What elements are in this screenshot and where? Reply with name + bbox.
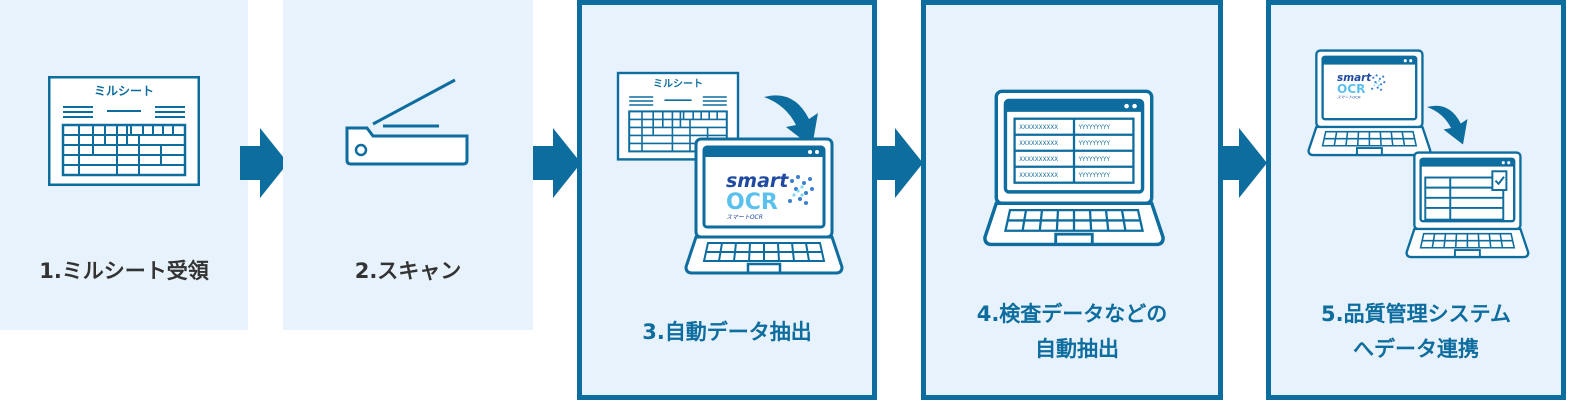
svg-text:YYYYYYYYY: YYYYYYYYY	[1078, 141, 1111, 147]
arrow-right-icon	[1219, 128, 1267, 198]
step-5-panel: スマートOCR 5.品質管理システム へデータ連携	[1266, 0, 1566, 400]
svg-text:XXXXXXXXXX: XXXXXXXXXX	[1019, 141, 1058, 147]
step-1-label: 1.ミルシート受領	[39, 259, 209, 283]
step-3-panel: ミルシート スマートOCR 3.自動データ抽出	[577, 0, 877, 400]
svg-text:YYYYYYYYY: YYYYYYYYY	[1078, 157, 1111, 163]
step-2-label: 2.スキャン	[354, 259, 462, 283]
step-5-label-line1: 5.品質管理システム	[1321, 302, 1511, 326]
step-4-label-line2: 自動抽出	[1035, 337, 1119, 361]
svg-text:YYYYYYYYY: YYYYYYYYY	[1078, 125, 1111, 131]
mill-sheet-document-icon: ミルシート	[48, 76, 200, 186]
document-to-laptop-ocr-icon: ミルシート スマートOCR	[616, 71, 844, 275]
svg-text:XXXXXXXXXX: XXXXXXXXXX	[1019, 173, 1058, 179]
step-1-panel: ミルシート 1.ミルシート受領	[0, 0, 248, 330]
arrow-right-icon	[533, 128, 581, 198]
svg-text:スマートOCR: スマートOCR	[1337, 95, 1361, 100]
svg-text:XXXXXXXXXX: XXXXXXXXXX	[1019, 125, 1058, 131]
step-5-label-line2: へデータ連携	[1353, 337, 1479, 361]
document-title: ミルシート	[94, 84, 154, 98]
laptop-to-laptop-icon: スマートOCR	[1307, 49, 1530, 259]
step-4-label-line1: 4.検査データなどの	[976, 302, 1168, 326]
smart-ocr-logo: スマートOCR	[726, 170, 814, 221]
step-3-label: 3.自動データ抽出	[642, 320, 812, 344]
step-2-panel: 2.スキャン	[283, 0, 533, 330]
document-title: ミルシート	[653, 78, 703, 90]
svg-text:スマートOCR: スマートOCR	[726, 214, 763, 221]
scanner-icon	[345, 78, 469, 166]
svg-text:XXXXXXXXXX: XXXXXXXXXX	[1019, 157, 1058, 163]
arrow-right-icon	[875, 128, 923, 198]
arrow-right-icon	[240, 128, 288, 198]
smart-ocr-logo: スマートOCR	[1337, 72, 1386, 100]
svg-text:YYYYYYYYY: YYYYYYYYY	[1078, 173, 1111, 179]
